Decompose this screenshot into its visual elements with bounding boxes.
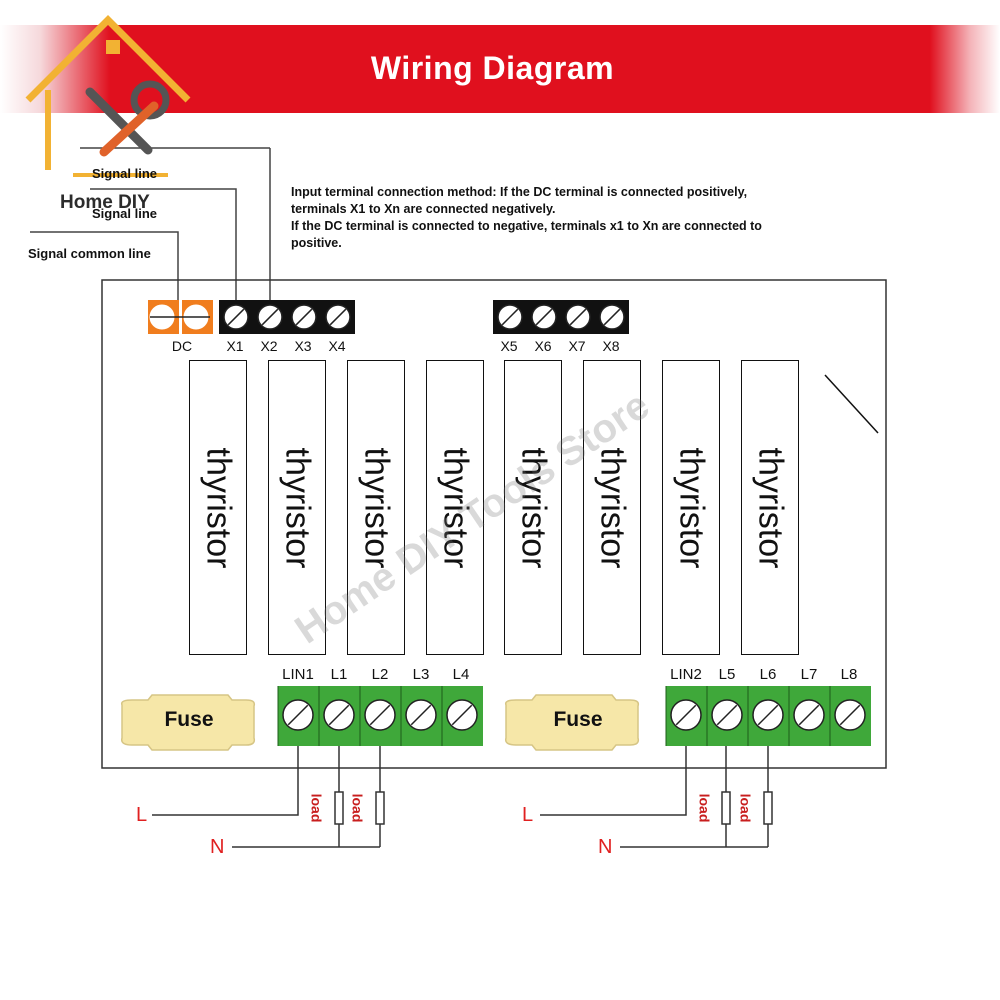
- load-label-1: load: [308, 793, 325, 823]
- load-resistor-2: [375, 791, 385, 825]
- x6-label: X6: [534, 338, 552, 354]
- lin2-l8-screw-terminal: [711, 699, 743, 731]
- thyristor-label: thyristor: [751, 447, 790, 568]
- lin2-l8-screw-terminal: [752, 699, 784, 731]
- x7-label: X7: [568, 338, 586, 354]
- neutral-label-2: N: [598, 836, 613, 858]
- l4-label: L4: [452, 666, 470, 683]
- signal-wire-common: [30, 231, 179, 318]
- signal-common-line-label: Signal common line: [28, 246, 151, 261]
- x5-x8-screw-terminal: [599, 304, 625, 330]
- thyristor-label: thyristor: [672, 447, 711, 568]
- live-wire-2: [540, 745, 687, 816]
- lin2-label: LIN2: [670, 666, 702, 683]
- l2-label: L2: [371, 666, 389, 683]
- l6-label: L6: [759, 666, 777, 683]
- lin2-l8-screw-terminal: [834, 699, 866, 731]
- lin2-l8-screw-terminal: [670, 699, 702, 731]
- x1-x4-screw-terminal: [257, 304, 283, 330]
- live-label-1: L: [136, 804, 148, 826]
- neutral-label-1: N: [210, 836, 225, 858]
- x1-x4-screw-terminal: [223, 304, 249, 330]
- note-line-3: If the DC terminal is connected to negat…: [291, 219, 762, 233]
- signal-wire-x1: [90, 188, 237, 314]
- x5-x8-screw-terminal: [497, 304, 523, 330]
- x3-label: X3: [294, 338, 312, 354]
- l8-label: L8: [840, 666, 858, 683]
- thyristor-label: thyristor: [199, 447, 238, 568]
- thyristor-6: thyristor: [583, 360, 641, 655]
- thyristor-3: thyristor: [347, 360, 405, 655]
- l5-label: L5: [718, 666, 736, 683]
- load-label-2: load: [349, 793, 366, 823]
- live-label-2: L: [522, 804, 534, 826]
- l3-label: L3: [412, 666, 430, 683]
- fuse-1: Fuse: [126, 697, 252, 745]
- x5-x8-screw-terminal: [565, 304, 591, 330]
- lin1-label: LIN1: [282, 666, 314, 683]
- fuse-shape-1: [120, 694, 256, 751]
- live-wire-1: [152, 745, 299, 816]
- x8-label: X8: [602, 338, 620, 354]
- lin2-l8-screw-terminal: [793, 699, 825, 731]
- load-label-4: load: [737, 793, 754, 823]
- thyristor-4: thyristor: [426, 360, 484, 655]
- lin1-l4-screw-terminal: [364, 699, 396, 731]
- l7-label: L7: [800, 666, 818, 683]
- x5-label: X5: [500, 338, 518, 354]
- x1-x4-screw-terminal: [325, 304, 351, 330]
- load-label-3: load: [696, 793, 713, 823]
- fuse-label: Fuse: [553, 708, 603, 731]
- lin1-l4-screw-terminal: [282, 699, 314, 731]
- thyristor-8: thyristor: [741, 360, 799, 655]
- thyristor-1: thyristor: [189, 360, 247, 655]
- thyristor-2: thyristor: [268, 360, 326, 655]
- load-resistor-3: [721, 791, 731, 825]
- note-line-1: Input terminal connection method: If the…: [291, 185, 748, 199]
- x2-label: X2: [260, 338, 278, 354]
- board-corner-mark: [824, 374, 879, 434]
- lin1-l4-screw-terminal: [323, 699, 355, 731]
- x5-x8-screw-terminal: [531, 304, 557, 330]
- diagram-title: Wiring Diagram: [370, 50, 615, 86]
- lin1-l4-screw-terminal: [446, 699, 478, 731]
- thyristor-5: thyristor: [504, 360, 562, 655]
- logo-text: Home DIY: [60, 192, 150, 213]
- relay-board: [101, 279, 887, 769]
- x1-x4-screw-terminal: [291, 304, 317, 330]
- dc-label: DC: [171, 338, 193, 354]
- connection-note: Input terminal connection method: If the…: [291, 184, 851, 252]
- lin1-l4-screw-terminal: [405, 699, 437, 731]
- load-resistor-1: [334, 791, 344, 825]
- thyristor-label: thyristor: [278, 447, 317, 568]
- signal-line-label-2: Signal line: [92, 206, 158, 221]
- x1-label: X1: [226, 338, 244, 354]
- fuse-label: Fuse: [164, 708, 214, 731]
- fuse-shape-2: [504, 694, 640, 751]
- thyristor-7: thyristor: [662, 360, 720, 655]
- thyristor-label: thyristor: [593, 447, 632, 568]
- home-diy-logo: [25, 15, 191, 177]
- x4-label: X4: [328, 338, 346, 354]
- l1-label: L1: [330, 666, 348, 683]
- signal-line-label-1: Signal line: [92, 166, 158, 181]
- note-line-2: terminals X1 to Xn are connected negativ…: [291, 202, 556, 216]
- fuse-2: Fuse: [515, 697, 641, 745]
- load-resistor-4: [763, 791, 773, 825]
- note-line-4: positive.: [291, 236, 342, 250]
